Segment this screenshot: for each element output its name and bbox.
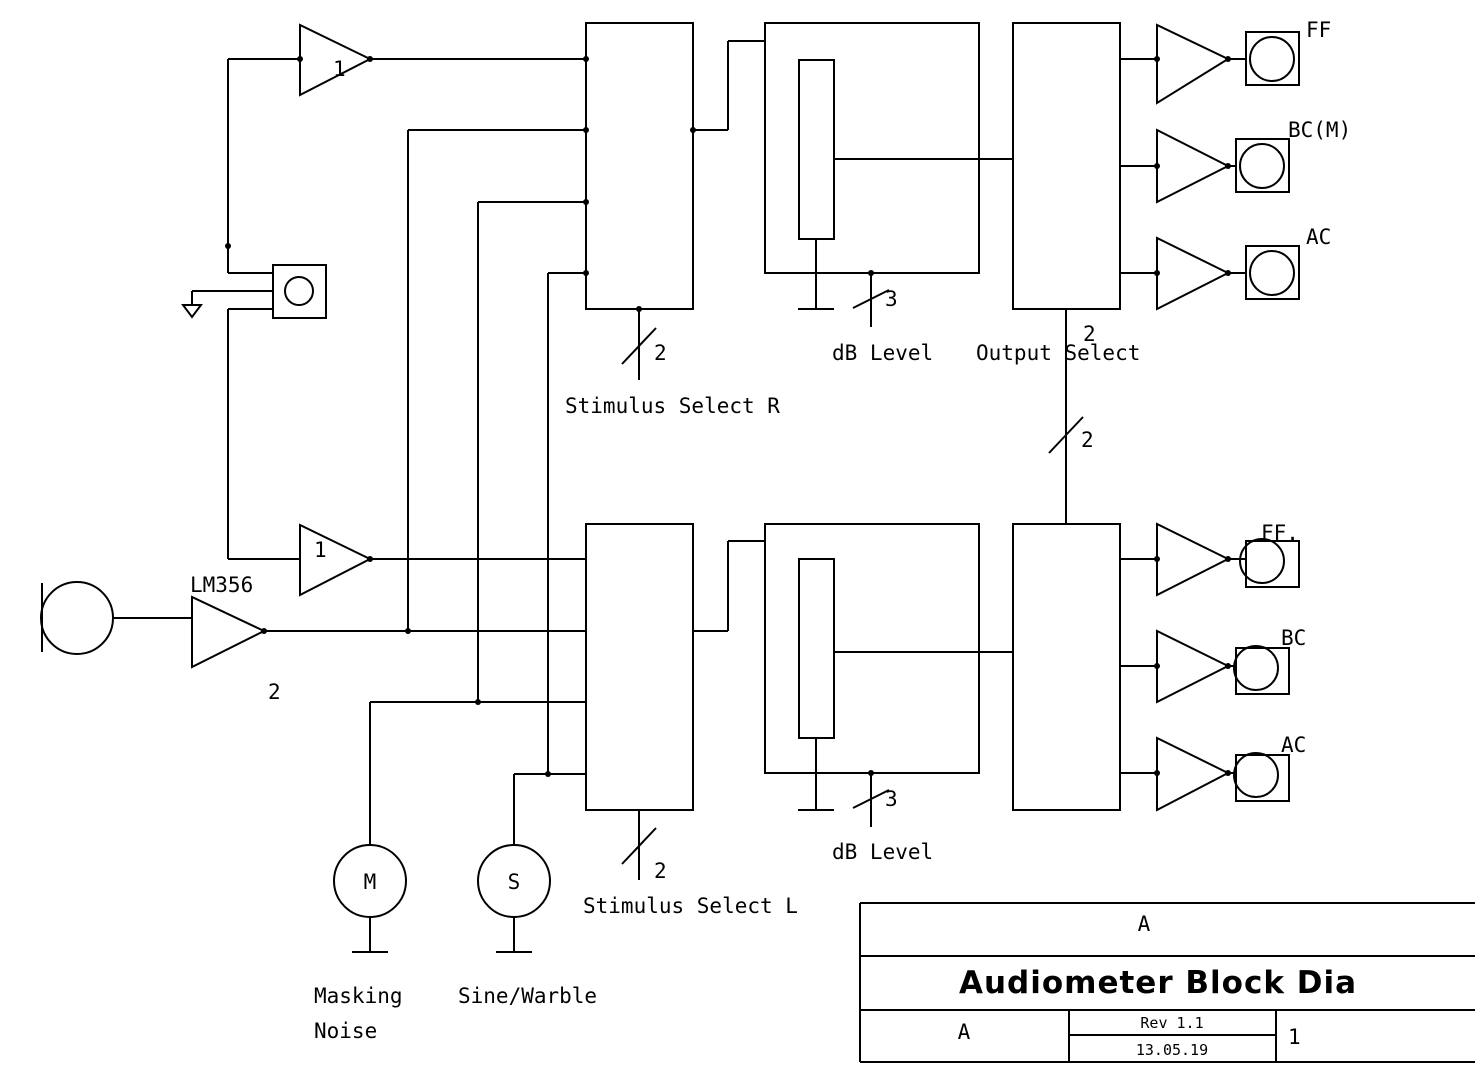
- bus-mic: [405, 129, 586, 634]
- masking-gen-label: M: [364, 870, 377, 894]
- ac-top-label: AC: [1306, 225, 1331, 249]
- db-level-l: 3 dB Level: [693, 523, 1013, 864]
- title-block-top: A: [1138, 912, 1151, 936]
- title-block: A Audiometer Block Dia A Rev 1.1 13.05.1…: [859, 902, 1475, 1063]
- output-select-l: [1012, 523, 1121, 811]
- bus-sine: [513, 272, 586, 845]
- microphone: [40, 581, 192, 655]
- ff-bottom-label: FF.: [1261, 521, 1299, 545]
- sheet-size: A: [958, 1020, 971, 1044]
- buffer-amp-top: 1: [225, 23, 586, 273]
- output-drivers-r: FF BC(M) AC: [1120, 18, 1351, 311]
- masking-noise-generator: M Masking Noise: [314, 844, 407, 1043]
- bcm-top-label: BC(M): [1288, 118, 1351, 142]
- stim-r-label: Stimulus Select R: [565, 394, 780, 418]
- buffer-top-label: 1: [333, 57, 346, 81]
- output-bus-mid-label: 2: [1081, 428, 1094, 452]
- revision: Rev 1.1: [1140, 1014, 1203, 1032]
- db-bus-bottom-label: 3: [885, 787, 898, 811]
- sine-gen-label: S: [508, 870, 521, 894]
- sine-warble-generator: S Sine/Warble: [458, 844, 597, 1008]
- stim-r-bus-label: 2: [654, 341, 667, 365]
- output-select-r: 2 2 Output Select: [976, 22, 1140, 524]
- revision-date: 13.05.19: [1136, 1041, 1208, 1059]
- lm356-sub-label: 2: [268, 680, 281, 704]
- stim-l-label: Stimulus Select L: [583, 894, 798, 918]
- monitor-jack: [192, 264, 327, 319]
- ac-bottom-label: AC: [1281, 733, 1306, 757]
- output-bus-top-label: 2: [1083, 322, 1096, 346]
- buffer-bottom-label: 1: [314, 538, 327, 562]
- ff-top-label: FF: [1306, 18, 1331, 42]
- db-level-r: 3 dB Level: [693, 22, 1013, 365]
- bus-masking: [369, 201, 586, 845]
- lm356-amplifier: LM356 2: [190, 573, 586, 704]
- masking-label-line2: Noise: [314, 1019, 377, 1043]
- db-level-top-label: dB Level: [832, 341, 933, 365]
- output-select-label: Output Select: [976, 341, 1140, 365]
- drawing-title: Audiometer Block Dia: [959, 965, 1357, 1001]
- stimulus-select-r: 2 Stimulus Select R: [565, 22, 780, 418]
- masking-label-line1: Masking: [314, 984, 403, 1008]
- stimulus-select-l: 2 Stimulus Select L: [583, 523, 798, 918]
- page-number: 1: [1288, 1025, 1301, 1049]
- buffer-amp-bottom: 1: [227, 309, 586, 597]
- sine-warble-label: Sine/Warble: [458, 984, 597, 1008]
- bc-bottom-label: BC: [1281, 626, 1306, 650]
- ground-symbol: [181, 291, 203, 319]
- db-level-bottom-label: dB Level: [832, 840, 933, 864]
- stim-l-bus-label: 2: [654, 859, 667, 883]
- output-drivers-l: FF. BC AC: [1120, 521, 1306, 812]
- lm356-label: LM356: [190, 573, 253, 597]
- db-bus-top-label: 3: [885, 287, 898, 311]
